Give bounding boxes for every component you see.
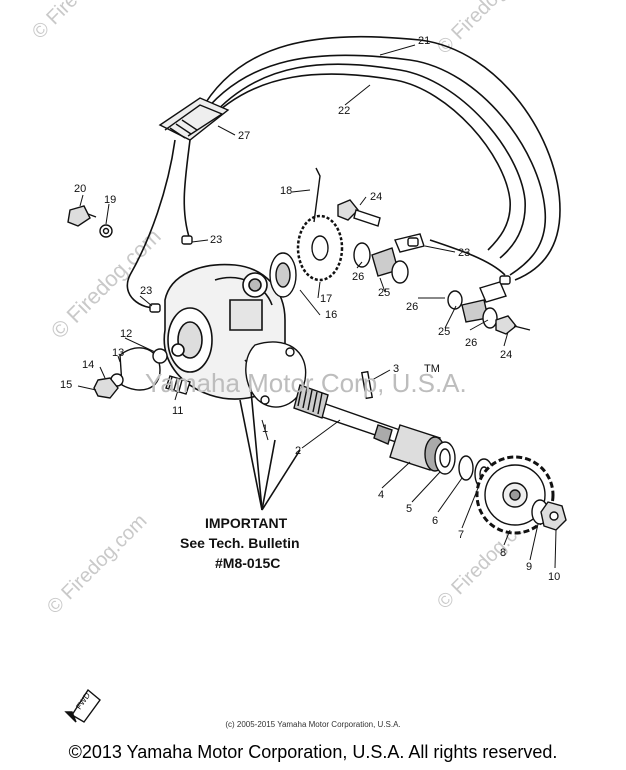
bearing — [269, 252, 297, 298]
part-label: 25 — [438, 326, 450, 338]
important-note: IMPORTANT See Tech. Bulletin #M8-015C — [180, 515, 300, 571]
part-labels: 21 22 27 20 19 18 24 23 23 26 23 17 25 2… — [60, 35, 560, 583]
note-line: See Tech. Bulletin — [180, 535, 300, 551]
oil-hoses — [126, 36, 561, 309]
watermark-yamaha: Yamaha Motor Corp, U.S.A. — [145, 368, 467, 398]
part-label: 15 — [60, 379, 72, 391]
part-label: 10 — [548, 571, 560, 583]
part-label: 25 — [378, 287, 390, 299]
hose-clamp — [158, 97, 230, 141]
part-label: 4 — [378, 489, 384, 501]
watermark-firedog: © Firedog.com — [46, 224, 166, 344]
part-label: 19 — [104, 194, 116, 206]
part-label: 3 — [393, 363, 399, 375]
part-label: 2 — [295, 445, 301, 457]
part-label: 18 — [280, 185, 292, 197]
pin — [360, 370, 374, 400]
hose-fittings — [353, 233, 531, 335]
trademark-mark: TM — [424, 363, 440, 375]
part-label: 13 — [112, 347, 124, 359]
part-label: 21 — [418, 35, 430, 47]
part-label: 20 — [74, 183, 86, 195]
part-label: 7 — [458, 529, 464, 541]
note-line: IMPORTANT — [205, 515, 288, 531]
part-label: 24 — [370, 191, 382, 203]
part-label: 9 — [526, 561, 532, 573]
cam-disc — [296, 167, 344, 282]
footer-copyright: ©2013 Yamaha Motor Corporation, U.S.A. A… — [68, 742, 558, 762]
mount-bolt — [67, 205, 113, 238]
part-label: 27 — [238, 130, 250, 142]
part-label: 6 — [432, 515, 438, 527]
oil-seal — [434, 441, 456, 475]
part-label: 17 — [320, 293, 332, 305]
part-label: 12 — [120, 328, 132, 340]
part-label: 5 — [406, 503, 412, 515]
part-label: 26 — [352, 271, 364, 283]
part-label: 26 — [406, 301, 418, 313]
part-label: 8 — [500, 547, 506, 559]
part-label: 24 — [500, 349, 512, 361]
part-label: 16 — [325, 309, 337, 321]
watermark-firedog: © Firedog.com — [28, 0, 137, 44]
pump-gasket — [245, 341, 307, 408]
watermark-firedog: © Firedog.com — [43, 510, 152, 619]
pulley-cover — [93, 347, 191, 399]
part-label: 22 — [338, 105, 350, 117]
part-label: 23 — [210, 234, 222, 246]
watermark-firedog: © Firedog.com — [433, 0, 542, 59]
note-line: #M8-015C — [215, 555, 280, 571]
part-label: 11 — [172, 405, 183, 417]
forward-arrow-icon: FWD — [64, 688, 101, 723]
part-label: 1 — [262, 423, 268, 435]
note-arrows — [239, 379, 301, 511]
part-label: 14 — [82, 359, 94, 371]
hose-joints — [149, 235, 511, 313]
banjo-bolt-upper — [337, 199, 381, 227]
part-label: 23 — [458, 247, 470, 259]
leader-lines — [77, 44, 557, 569]
part-label: 26 — [465, 337, 477, 349]
small-copyright: (c) 2005-2015 Yamaha Motor Corporation, … — [225, 720, 401, 729]
part-label: 23 — [140, 285, 152, 297]
